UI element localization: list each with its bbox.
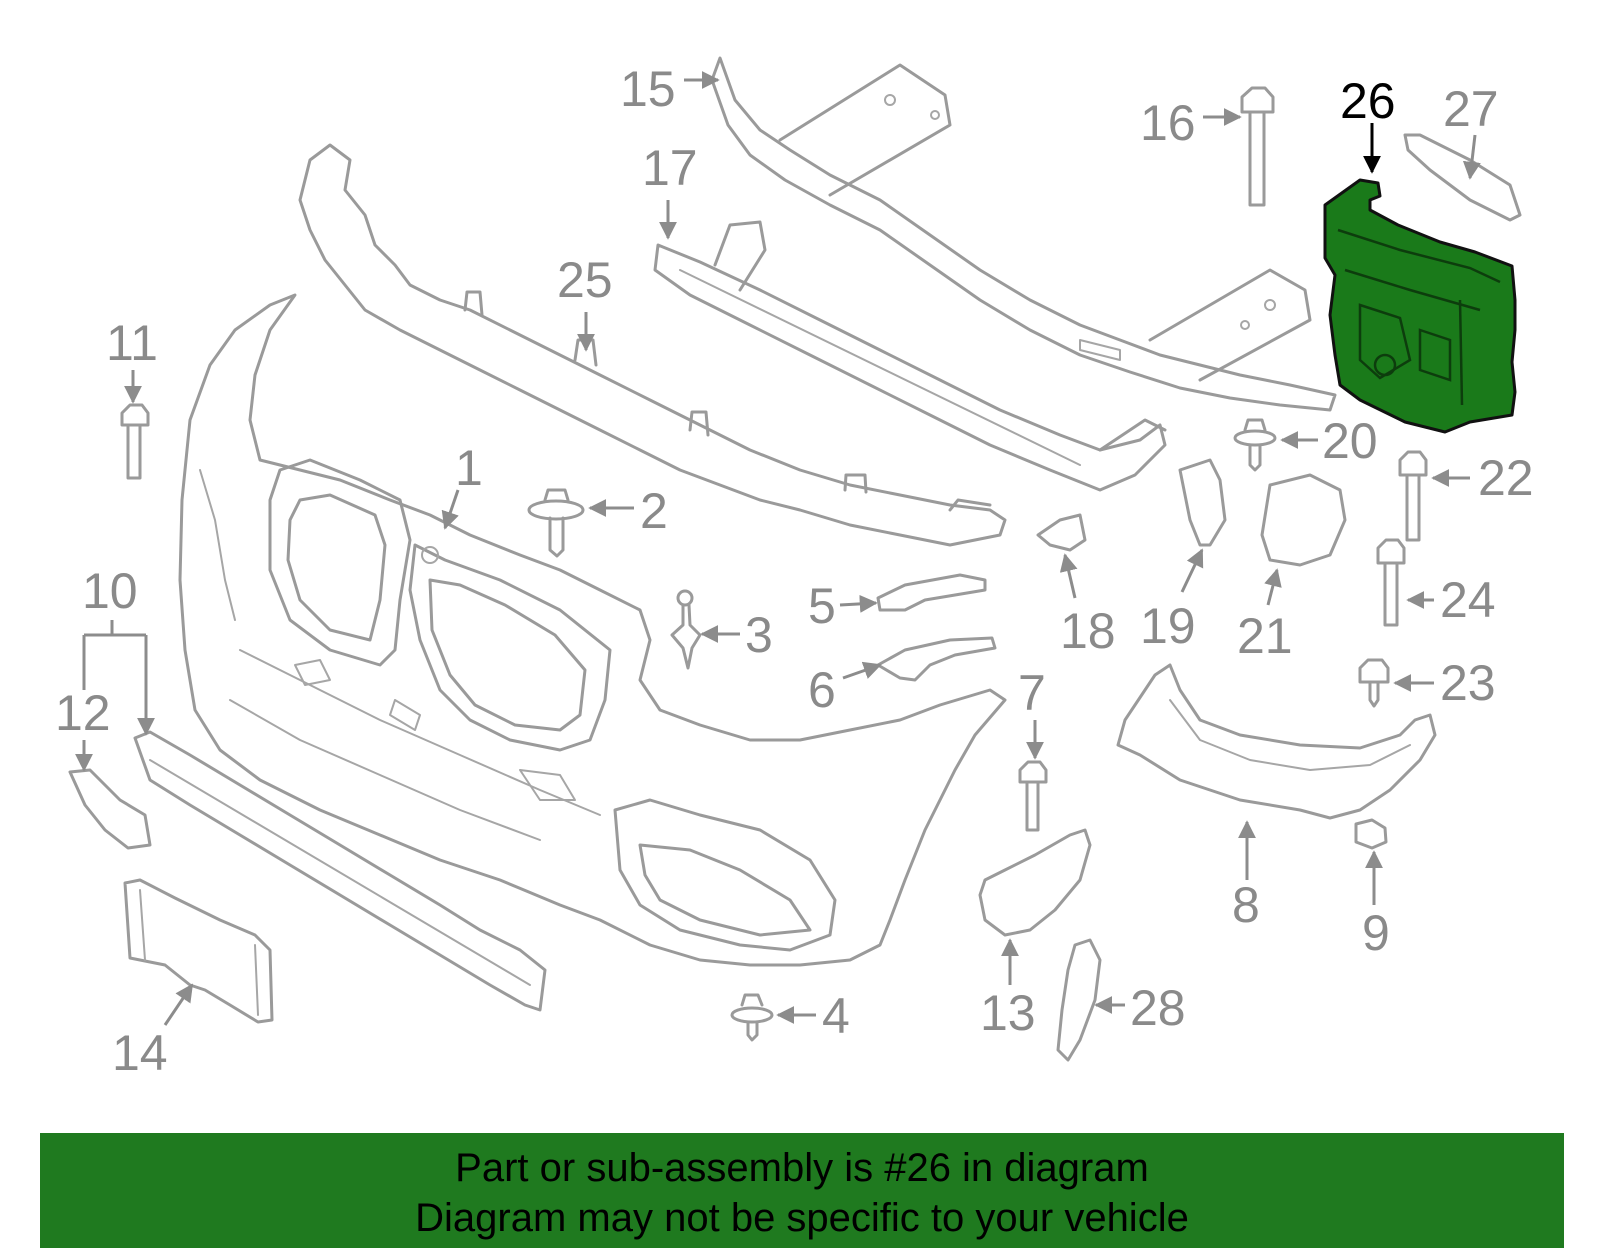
fastener-3-clip [670, 589, 702, 670]
part-5-bracket [876, 573, 987, 612]
info-banner: Part or sub-assembly is #26 in diagram D… [40, 1133, 1564, 1248]
leader-27 [1462, 134, 1481, 180]
part-15-upper-carrier [710, 56, 1337, 412]
callout-3: 3 [745, 607, 773, 663]
part-6-bracket [876, 636, 997, 682]
leader-14 [163, 983, 194, 1026]
callout-28: 28 [1130, 980, 1186, 1036]
part-8-lower-support [1116, 663, 1437, 820]
leader-19 [1180, 548, 1204, 593]
callout-17: 17 [642, 140, 698, 196]
fastener-24-bolt [1376, 538, 1406, 627]
callout-11: 11 [106, 315, 158, 371]
callout-23: 23 [1440, 655, 1496, 711]
part-13-bracket [978, 828, 1092, 937]
fastener-16-bolt [1240, 86, 1275, 207]
fastener-2-screw [527, 488, 585, 558]
part-25-cover-support [298, 143, 1007, 547]
fastener-22-bolt [1398, 450, 1428, 542]
part-27-strip [1403, 133, 1522, 222]
banner-line-1: Part or sub-assembly is #26 in diagram [455, 1146, 1149, 1190]
callout-14: 14 [112, 1025, 168, 1081]
callout-10: 10 [82, 563, 138, 619]
callout-6: 6 [808, 662, 836, 718]
callout-2: 2 [640, 483, 668, 539]
callout-9: 9 [1362, 905, 1390, 961]
callout-8: 8 [1232, 877, 1260, 933]
part-18-clip [1036, 513, 1087, 552]
part-21-bracket [1260, 473, 1347, 567]
leader-1 [441, 489, 460, 530]
callout-24: 24 [1440, 572, 1496, 628]
part-1-bumper-cover [178, 293, 1007, 967]
callout-16: 16 [1140, 95, 1196, 151]
leader-21 [1264, 568, 1282, 606]
callout-13: 13 [980, 985, 1036, 1041]
callout-21: 21 [1237, 608, 1293, 664]
part-26-highlighted-bracket[interactable] [1323, 178, 1517, 434]
callout-18: 18 [1060, 603, 1116, 659]
banner-line-2: Diagram may not be specific to your vehi… [415, 1196, 1189, 1240]
callout-19: 19 [1140, 598, 1196, 654]
fastener-23-screw [1358, 658, 1390, 708]
callout-1: 1 [455, 440, 483, 496]
callout-7: 7 [1018, 665, 1046, 721]
callout-25: 25 [557, 252, 613, 308]
part-9-nut [1354, 818, 1388, 850]
part-28-strip [1056, 938, 1102, 1062]
callout-12: 12 [55, 685, 111, 741]
leader-18 [1059, 553, 1078, 599]
leader-6 [842, 661, 882, 680]
callout-27: 27 [1443, 81, 1499, 137]
callout-22: 22 [1478, 450, 1534, 506]
fastener-4-screw [730, 993, 774, 1042]
part-14-plate-bracket [123, 878, 274, 1024]
callout-20: 20 [1322, 413, 1378, 469]
fastener-11-bolt [120, 403, 150, 480]
part-17-bumper-beam [653, 220, 1167, 492]
leader-5 [839, 594, 878, 613]
callout-5: 5 [808, 578, 836, 634]
part-12-trim-piece [68, 768, 152, 850]
fastener-7-bolt [1018, 760, 1048, 832]
callout-4: 4 [822, 988, 850, 1044]
part-10-lower-trim [133, 730, 547, 1012]
callout-26: 26 [1340, 73, 1396, 129]
part-19-bracket [1178, 458, 1227, 547]
callout-15: 15 [620, 61, 676, 117]
fastener-20-screw [1233, 418, 1277, 472]
